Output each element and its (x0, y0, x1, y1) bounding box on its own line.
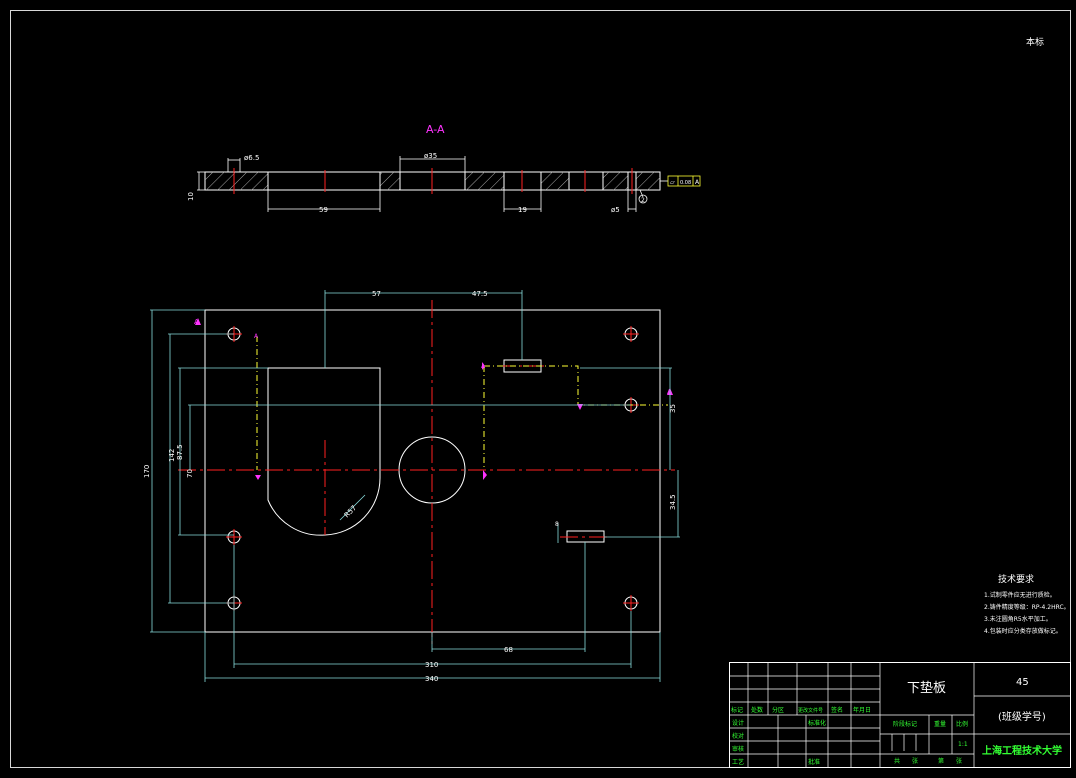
section-cut-line (256, 336, 668, 470)
row-label: 标记 (731, 706, 743, 714)
note-item: 3.未注圆角R5水平加工。 (984, 615, 1052, 623)
section-view: A-A (187, 123, 701, 214)
dim-label: ø35 (424, 152, 437, 160)
hatch-region (636, 172, 660, 190)
plan-view: A A A A (143, 290, 680, 683)
dim-label: 142 (168, 449, 176, 462)
design-label: 设计 (732, 719, 744, 727)
row-label: 年月日 (853, 706, 871, 714)
row-label: 签名 (831, 706, 843, 714)
weld-mark: 2 (641, 197, 645, 204)
dim-label: 10 (187, 192, 195, 201)
dim-label: 87.5 (176, 444, 184, 460)
review-label: 审核 (732, 745, 744, 753)
row-label: 处数 (751, 706, 763, 714)
hatch-region (205, 172, 268, 190)
dim-label: ø5 (611, 206, 620, 214)
u-pocket (267, 367, 381, 536)
approve-label: 批准 (808, 758, 820, 766)
dim-label: 8 (555, 521, 559, 528)
hatch-region (465, 172, 504, 190)
dim-label: 35 (669, 404, 677, 413)
svg-text:A: A (695, 179, 700, 186)
weld-mark-circle (638, 194, 648, 204)
material: 45 (1016, 677, 1029, 688)
scale-value: 1:1 (958, 741, 968, 748)
note-item: 1.试制零件应无进行质检。 (984, 591, 1056, 599)
svg-text:▱: ▱ (670, 179, 675, 186)
hatch-region (541, 172, 569, 190)
technical-notes: 技术要求 1.试制零件应无进行质检。 2.铸件精度等级：RP-4.2HRC。 3… (984, 573, 1070, 635)
dim-label: 70 (186, 469, 194, 478)
row-label: 分区 (772, 706, 784, 714)
section-mark: A (667, 388, 672, 396)
school-name: 上海工程技术大学 (982, 744, 1062, 757)
dim-label: R57 (343, 504, 358, 519)
corner-mark: 本标 (1026, 36, 1044, 48)
stage-mark-label: 阶段标记 (893, 720, 917, 728)
notes-title: 技术要求 (998, 573, 1034, 585)
dim-label: 170 (143, 465, 151, 478)
page-label: 第 (938, 757, 944, 765)
note-item: 2.铸件精度等级：RP-4.2HRC。 (984, 603, 1070, 611)
dim-label: 340 (425, 675, 438, 683)
drawing-frame (10, 10, 1071, 768)
section-title: A-A (426, 123, 445, 136)
total-label: 共 (894, 757, 900, 765)
dim-label: 59 (319, 206, 328, 214)
scale-label: 比例 (956, 720, 968, 728)
sheet-label: 张 (956, 757, 962, 765)
weight-label: 重量 (934, 720, 946, 728)
dim-label: 19 (518, 206, 527, 214)
dim-label: 68 (504, 646, 513, 654)
row-label: 更改文件号 (798, 707, 823, 714)
proof-label: 校对 (732, 732, 744, 740)
hatch-region (380, 172, 400, 190)
section-mark: A (254, 333, 259, 340)
part-name: 下垫板 (907, 680, 946, 696)
sheets-label: 张 (912, 757, 918, 765)
note-item: 4.包装时应分类存放做标记。 (984, 627, 1062, 635)
title-block: 下垫板 45 (班级学号) 上海工程技术大学 标记 处数 分区 更改文件号 签名… (729, 662, 1071, 768)
svg-text:0.08: 0.08 (680, 180, 691, 186)
process-label: 工艺 (732, 758, 744, 766)
hatch-region (603, 172, 628, 190)
standardize-label: 标准化 (808, 719, 826, 727)
dim-label: 310 (425, 661, 438, 669)
flatness-frame: ▱ 0.08 A (667, 175, 701, 187)
section-mark: A (194, 318, 199, 326)
section-mark: A (481, 363, 486, 370)
dim-label: 47.5 (472, 290, 488, 298)
dim-label: 57 (372, 290, 381, 298)
dim-label: ø6.5 (244, 154, 259, 162)
class-id: (班级学号) (998, 710, 1046, 723)
dim-label: 34.5 (669, 494, 677, 510)
